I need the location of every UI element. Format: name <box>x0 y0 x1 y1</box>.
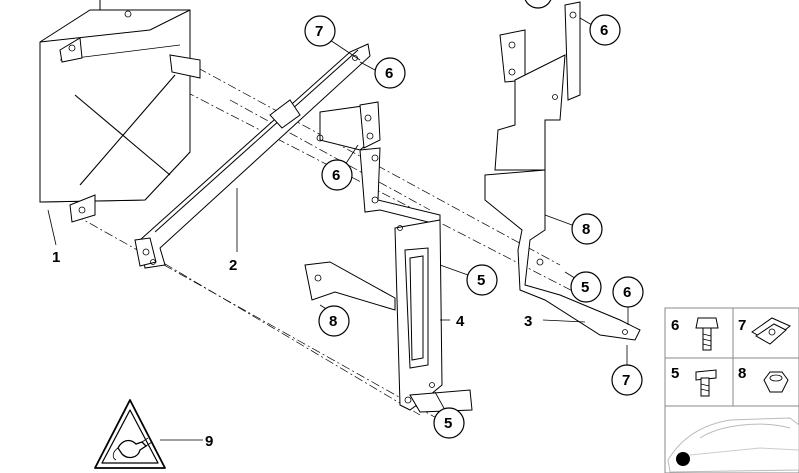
callout-2: 2 <box>229 257 237 274</box>
bolt-icon <box>695 317 719 351</box>
car-locator-icon <box>664 405 799 473</box>
callout-9: 9 <box>205 433 213 450</box>
callout-7-bottom: 7 <box>622 372 630 389</box>
circled-callouts: 7 6 6 6 8 5 5 6 8 7 <box>304 0 644 439</box>
callout-8-right: 8 <box>582 221 590 238</box>
key-label-5: 5 <box>671 365 679 382</box>
callout-6-bracket: 6 <box>332 167 340 184</box>
callout-1: 1 <box>52 249 60 266</box>
callout-6-strut: 6 <box>385 65 393 82</box>
callout-6-right: 6 <box>600 22 608 39</box>
callout-3: 3 <box>524 313 532 330</box>
callout-7-top: 7 <box>315 23 323 40</box>
bolt-short-icon <box>695 369 717 397</box>
clip-nut-icon <box>751 317 791 345</box>
hardware-key-grid: 6 7 5 8 <box>664 307 799 407</box>
plain-callouts: 1 2 3 4 9 <box>47 188 586 450</box>
key-label-6: 6 <box>671 317 679 334</box>
vertical-bracket-part <box>304 147 473 413</box>
electrical-plug-warning-icon <box>94 399 166 469</box>
callout-5-middle: 5 <box>477 272 485 289</box>
callout-5-bottom: 5 <box>444 415 452 432</box>
strut-bracket-part <box>134 43 371 269</box>
callout-6-lower: 6 <box>623 284 631 301</box>
upper-bracket-part <box>316 101 381 151</box>
callout-8-left: 8 <box>329 313 337 330</box>
key-label-8: 8 <box>738 365 746 382</box>
nut-icon <box>763 371 789 393</box>
callout-5-right: 5 <box>581 279 589 296</box>
control-unit-part <box>39 0 201 223</box>
callout-4: 4 <box>456 313 465 330</box>
key-label-7: 7 <box>738 317 746 334</box>
right-bracket-part <box>484 1 641 341</box>
